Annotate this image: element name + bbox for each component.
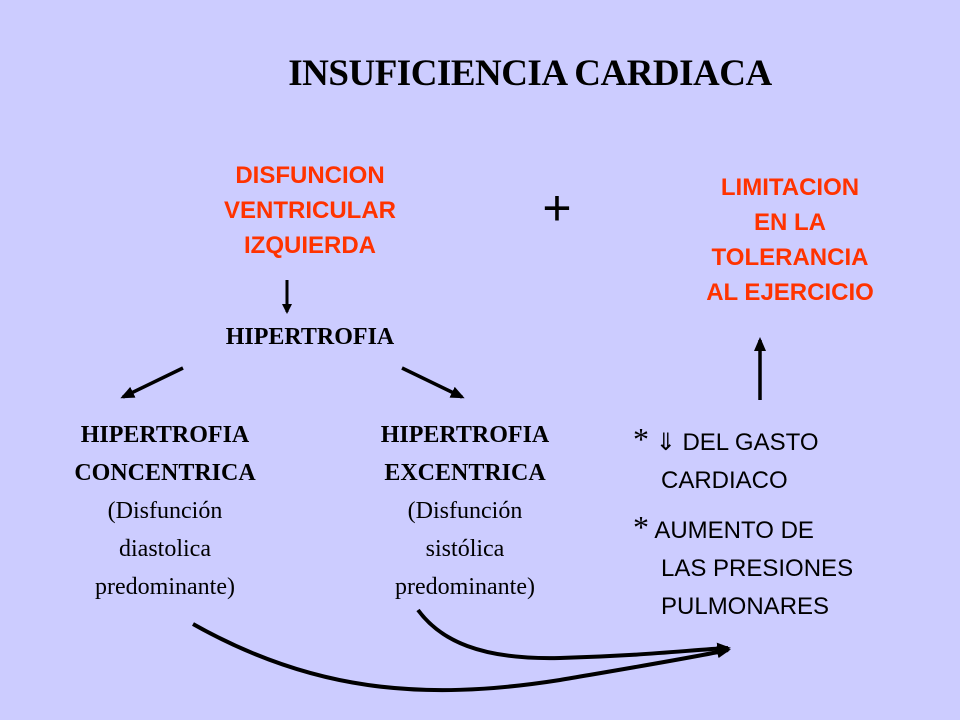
node-title-line: HIPERTROFIA	[380, 422, 550, 448]
plus-sign: +	[542, 180, 572, 236]
left-ventricular-dysfunction-label: DISFUNCION VENTRICULAR IZQUIERDA	[160, 158, 460, 263]
node-title-line: EXCENTRICA	[384, 460, 546, 486]
node-title-line: HIPERTROFIA	[80, 422, 250, 448]
node-detail-line: predominante)	[95, 574, 235, 600]
label-line: EN LA	[754, 209, 826, 236]
curve-excentric-to-consequences	[416, 608, 731, 661]
label-line: IZQUIERDA	[244, 232, 376, 259]
bullet-line: CARDIACO	[661, 467, 788, 494]
node-detail-line: (Disfunción	[407, 498, 523, 524]
down-double-arrow-icon: ⇓	[655, 429, 676, 456]
hypertrophy-node: HIPERTROFIA	[150, 318, 470, 356]
label-line: AL EJERCICIO	[706, 279, 874, 306]
page-title: INSUFICIENCIA CARDIACA	[288, 53, 772, 94]
bullet-cardiac-output: * ⇓ DEL GASTO CARDIACO	[633, 420, 953, 500]
curve-concentric-to-consequences	[192, 622, 731, 693]
bullet-marker: *	[633, 509, 649, 545]
bullet-line: * ⇓ DEL GASTO	[633, 420, 953, 462]
label-line: LIMITACION	[720, 174, 860, 201]
node-detail-line: (Disfunción	[107, 498, 223, 524]
node-title: HIPERTROFIA	[225, 324, 395, 350]
bullet-line: PULMONARES	[661, 593, 830, 620]
node-title-line: CONCENTRICA	[74, 460, 256, 486]
bullet-marker: *	[633, 421, 649, 457]
node-detail-line: predominante)	[395, 574, 535, 600]
bullet-pulmonary-pressure: * AUMENTO DE LAS PRESIONES PULMONARES	[633, 508, 953, 626]
bullet-text: AUMENTO DE	[654, 517, 814, 544]
node-detail-line: diastolica	[119, 536, 211, 562]
arrow-hypertrophy-to-concentric	[120, 366, 184, 399]
label-line: TOLERANCIA	[711, 244, 869, 271]
bullet-line: LAS PRESIONES	[661, 555, 854, 582]
arrow-hypertrophy-to-excentric	[401, 366, 465, 399]
label-line: VENTRICULAR	[224, 197, 396, 224]
consequences-list: * ⇓ DEL GASTO CARDIACO * AUMENTO DE LAS …	[633, 420, 953, 626]
node-detail-line: sistólica	[425, 536, 505, 562]
exercise-tolerance-limitation-label: LIMITACION EN LA TOLERANCIA AL EJERCICIO	[645, 170, 935, 310]
concentric-hypertrophy-node: HIPERTROFIA CONCENTRICA (Disfunción dias…	[20, 416, 310, 606]
bullet-text: DEL GASTO	[682, 429, 819, 456]
bullet-line: * AUMENTO DE	[633, 508, 953, 550]
excentric-hypertrophy-node: HIPERTROFIA EXCENTRICA (Disfunción sistó…	[320, 416, 610, 606]
label-line: DISFUNCION	[235, 162, 385, 189]
